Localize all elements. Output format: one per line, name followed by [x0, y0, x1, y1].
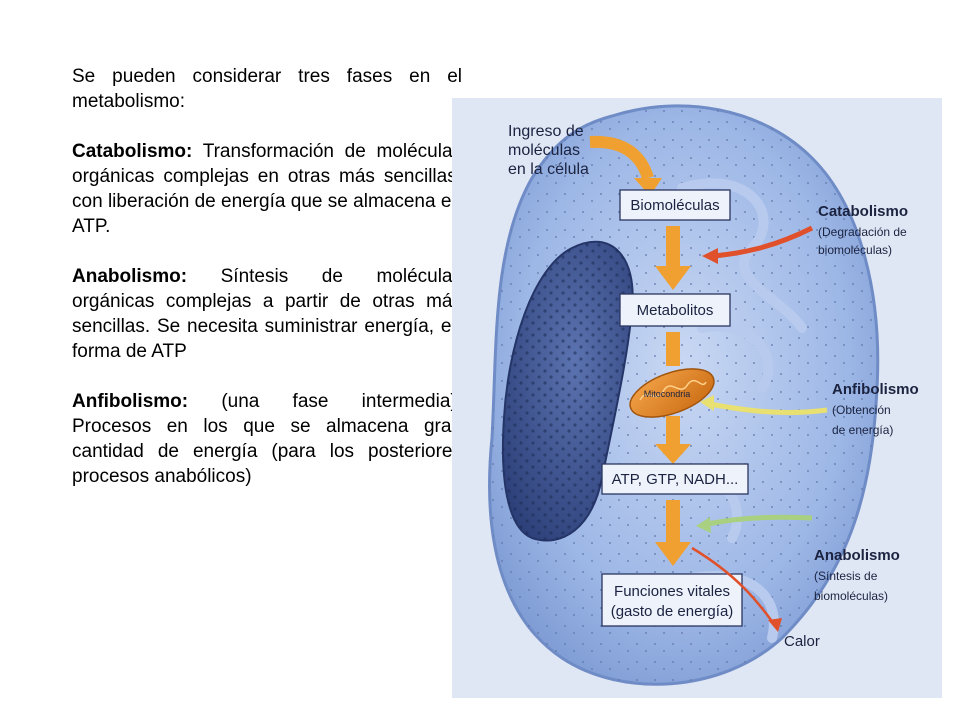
down-arrow-4 [666, 500, 680, 544]
down-arrow-2 [666, 332, 680, 366]
biomoleculas-label: Biomoléculas [630, 197, 719, 214]
ingreso-label: Ingreso de moléculas en la célula [508, 123, 589, 178]
nucleus-pores [502, 241, 633, 541]
anfibolismo-arrow [709, 401, 828, 415]
phase-catabolismo: Catabolismo: Transformación de moléculas… [72, 139, 462, 239]
anabolismo-arrow [707, 514, 813, 527]
down-arrow-3-head [655, 444, 691, 464]
anfibolismo-label: Anfibolismo (Obtención de energía) [832, 381, 919, 437]
phase-anabolismo: Anabolismo: Síntesis de moléculas orgáni… [72, 264, 462, 364]
metabolism-cell-diagram: Ingreso de moléculas en la célula Biomol… [452, 98, 942, 698]
mitochondrion: Mitocondria [629, 368, 715, 418]
catabolismo-label: Catabolismo (Degradación de biomoléculas… [818, 203, 908, 257]
svg-text:biomoléculas): biomoléculas) [818, 243, 892, 257]
catabolismo-arrow [713, 225, 814, 259]
metabolitos-box [619, 293, 731, 327]
phase-title: Anabolismo: [72, 266, 188, 287]
calor-arrow [691, 546, 776, 625]
down-arrow-1 [666, 226, 680, 268]
svg-text:Catabolismo: Catabolismo [818, 203, 908, 220]
svg-text:moléculas: moléculas [508, 142, 580, 159]
phase-text: Síntesis de moléculas orgánicas compleja… [72, 266, 462, 362]
funciones-box [601, 573, 743, 627]
phase-text: (una fase intermedia). Procesos en los q… [72, 391, 462, 487]
calor-arrow-head [768, 618, 782, 632]
intro-paragraph: Se pueden considerar tres fases en el me… [72, 66, 462, 112]
svg-text:en la célula: en la célula [508, 161, 589, 178]
gasto-label: (gasto de energía) [611, 603, 734, 620]
funciones-label: Funciones vitales [614, 583, 730, 600]
down-arrow-4-head [655, 542, 691, 566]
phase-title: Catabolismo: [72, 141, 193, 162]
ingreso-arrow-head [634, 178, 662, 196]
text-column: Se pueden considerar tres fases en el me… [72, 64, 462, 514]
anabolismo-label: Anabolismo (Síntesis de biomoléculas) [814, 547, 900, 603]
down-arrow-1-head [655, 266, 691, 290]
svg-text:(Degradación de: (Degradación de [818, 225, 907, 239]
svg-text:Anfibolismo: Anfibolismo [832, 381, 919, 398]
anfibolismo-arrow-head [700, 395, 714, 411]
down-arrow-3 [666, 416, 680, 446]
anabolismo-arrow-head [696, 517, 711, 533]
svg-text:de energía): de energía) [832, 423, 893, 437]
svg-text:(Obtención: (Obtención [832, 403, 891, 417]
svg-text:biomoléculas): biomoléculas) [814, 589, 888, 603]
atp-box [601, 463, 749, 495]
metabolitos-label: Metabolitos [637, 302, 714, 319]
calor-label: Calor [784, 633, 820, 650]
mitocondria-label: Mitocondria [644, 389, 691, 399]
cell-illustration: Ingreso de moléculas en la célula Biomol… [452, 98, 942, 698]
ingreso-arrow [589, 135, 654, 180]
phase-anfibolismo: Anfibolismo: (una fase intermedia). Proc… [72, 389, 462, 489]
svg-text:(Síntesis de: (Síntesis de [814, 569, 878, 583]
svg-text:Anabolismo: Anabolismo [814, 547, 900, 564]
phase-title: Anfibolismo: [72, 391, 189, 412]
atp-label: ATP, GTP, NADH... [612, 471, 739, 488]
catabolismo-arrow-head [702, 248, 718, 264]
phase-text: Transformación de moléculas orgánicas co… [72, 141, 463, 237]
svg-text:Ingreso de: Ingreso de [508, 123, 584, 140]
biomoleculas-box [619, 189, 731, 221]
